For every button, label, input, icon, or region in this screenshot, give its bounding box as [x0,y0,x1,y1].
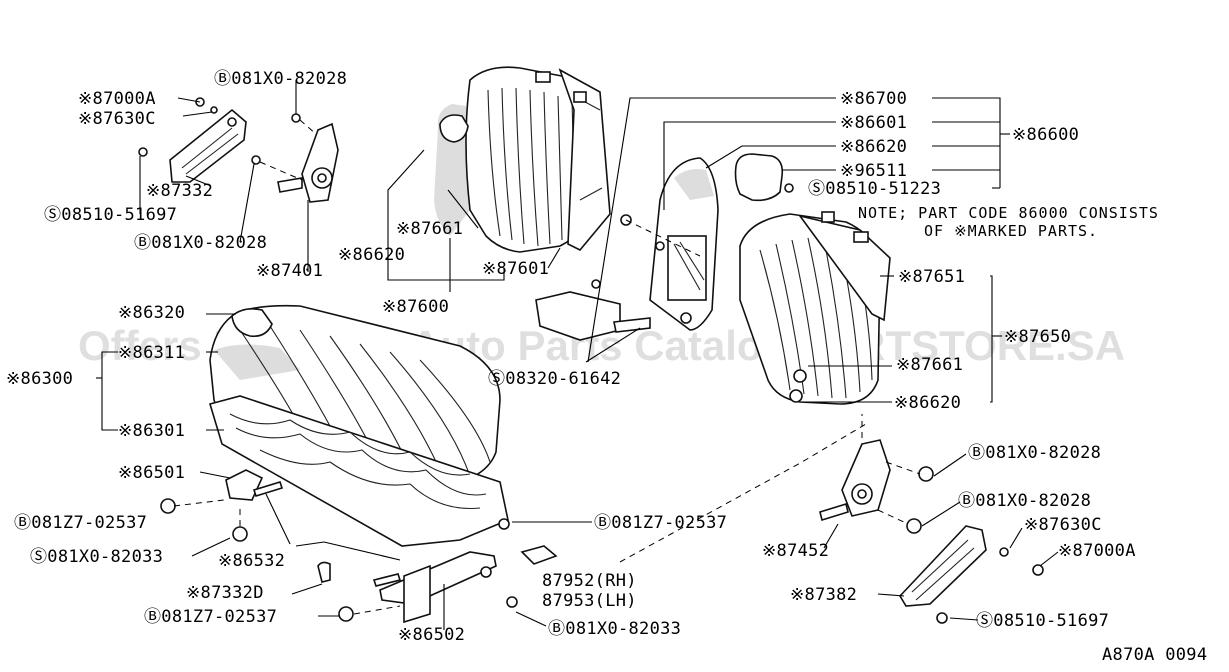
label-s081X0-82033: Ⓢ081X0-82033 [30,547,163,567]
label-b081X0-82028-top: Ⓑ081X0-82028 [214,69,347,89]
label-b081X0-82028-left: Ⓑ081X0-82028 [134,233,267,253]
label-86301: ※86301 [118,421,185,441]
dash-h [861,414,921,525]
label-87452: ※87452 [762,541,829,561]
recliner-bracket-right-drawing [899,525,1044,624]
label-b081X0-82028-r2: Ⓑ081X0-82028 [958,491,1091,511]
label-87953: 87953(LH) [542,591,637,611]
label-86600: ※86600 [1012,125,1079,145]
note-line-2: OF ※MARKED PARTS. [924,222,1098,240]
label-86311: ※86311 [118,343,185,363]
label-86700: ※86700 [840,89,907,109]
label-87651: ※87651 [898,267,965,287]
label-s08510-51697-left: Ⓢ08510-51697 [44,205,177,225]
label-87000A-left: ※87000A [78,89,156,109]
slide-rail-drawing [379,518,518,624]
dash-c [625,219,701,257]
dash-d [173,499,225,507]
label-87600: ※87600 [382,297,449,317]
upper-seatback-drawing [434,66,611,253]
recliner-mechanism-left-drawing [251,113,339,203]
label-86320: ※86320 [118,303,185,323]
label-86532: ※86532 [218,551,285,571]
seat-hook-drawing [535,279,651,341]
label-86620-right: ※86620 [840,137,907,157]
label-s08510-51697-right: Ⓢ08510-51697 [976,611,1109,631]
recliner-bracket-left-drawing [138,97,247,183]
headrest-96511-drawing [734,153,794,202]
label-b081X0-82028-r1: Ⓑ081X0-82028 [968,443,1101,463]
dash-b [259,161,303,181]
dash-g [619,423,867,563]
label-86601: ※86601 [840,113,907,133]
label-87661-left: ※87661 [396,219,463,239]
seat-frame-drawing [208,395,509,547]
label-87630C-right: ※87630C [1024,515,1102,535]
label-b081Z7-02537-mid: Ⓑ081Z7-02537 [594,513,727,533]
label-87601: ※87601 [482,259,549,279]
label-87630C-left: ※87630C [78,109,156,129]
label-b081Z7-02537-left: Ⓑ081Z7-02537 [14,513,147,533]
dash-a [299,119,317,135]
label-86620-left: ※86620 [338,245,405,265]
recliner-mechanism-right-drawing [819,439,934,534]
label-87650: ※87650 [1004,327,1071,347]
diagram-code: A870A 0094 [1102,645,1207,665]
label-87382: ※87382 [790,585,857,605]
label-87000A-right: ※87000A [1058,541,1136,561]
label-s08510-51223: Ⓢ08510-51223 [808,179,941,199]
label-96511: ※96511 [840,161,907,181]
label-86502: ※86502 [398,625,465,645]
label-87401: ※87401 [256,261,323,281]
left-hardware-drawing [160,469,402,622]
seat-back-cushion-right-drawing [739,211,891,405]
leader-lines [96,80,1059,630]
label-87661-right: ※87661 [896,355,963,375]
label-b081X0-82033: Ⓑ081X0-82033 [548,619,681,639]
label-86501: ※86501 [118,463,185,483]
label-b081Z7-02537-bottom: Ⓑ081Z7-02537 [144,607,277,627]
label-87952: 87952(RH) [542,571,637,591]
note-line-1: NOTE; PART CODE 86000 CONSISTS [858,204,1159,222]
label-86620-lower: ※86620 [894,393,961,413]
dash-f [353,605,401,615]
label-87332D: ※87332D [186,583,264,603]
label-s08320-61642: Ⓢ08320-61642 [488,369,621,389]
label-87332: ※87332 [146,181,213,201]
right-seatback-frame-drawing [620,157,719,331]
label-86300: ※86300 [6,369,73,389]
